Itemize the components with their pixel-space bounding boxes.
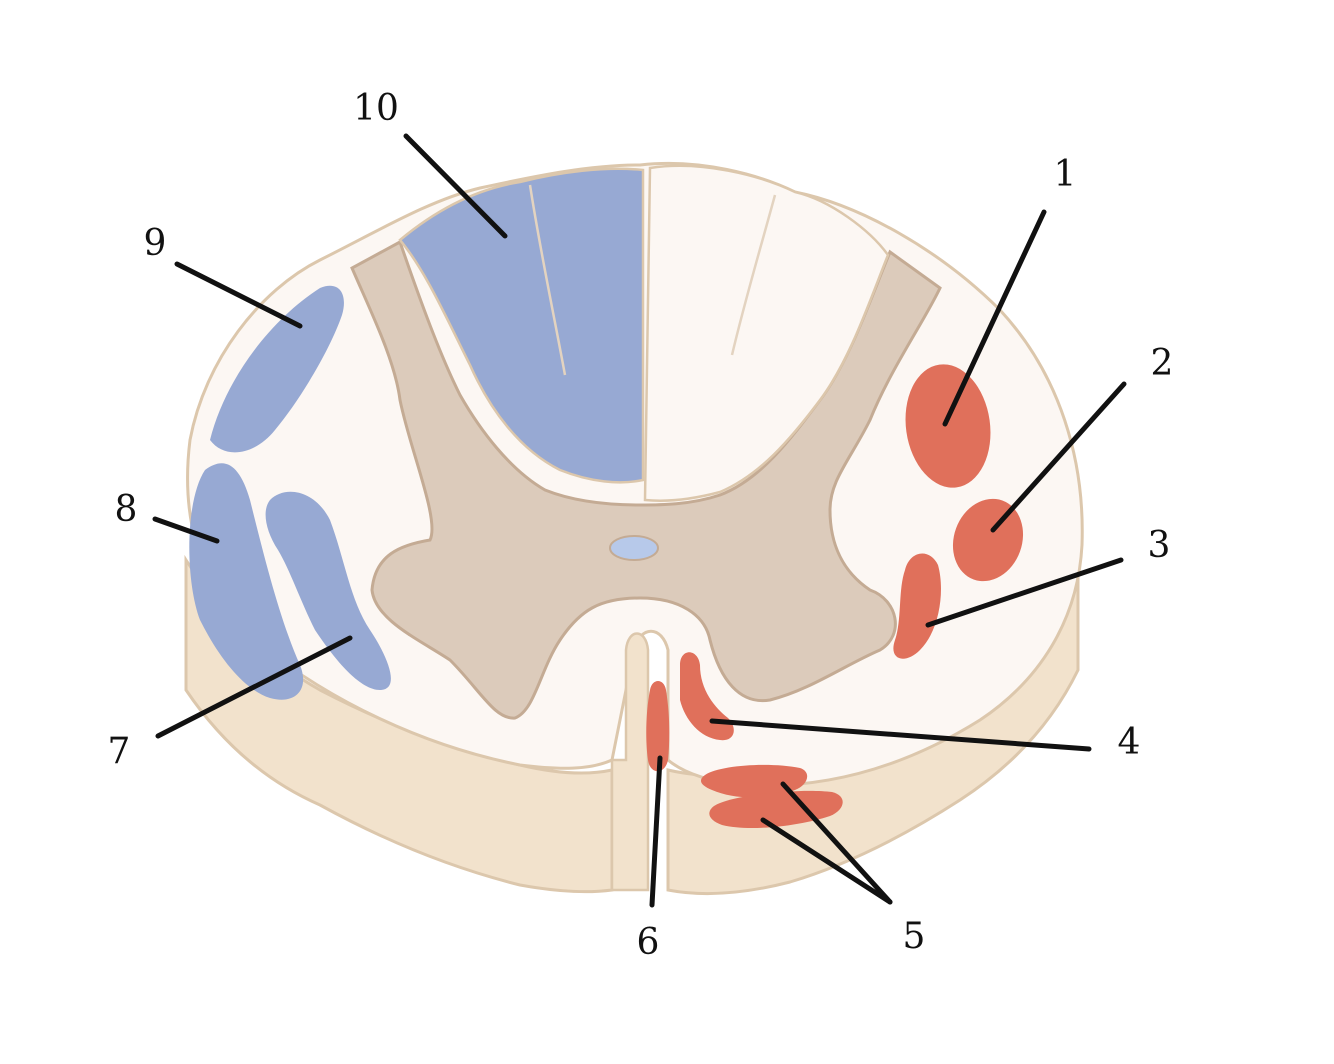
label-9: 9 [144, 223, 167, 264]
label-10: 10 [353, 88, 399, 129]
leader-6 [652, 758, 660, 905]
label-6: 6 [637, 922, 660, 963]
label-7: 7 [108, 731, 131, 772]
label-5: 5 [903, 916, 926, 957]
label-8: 8 [115, 489, 138, 530]
label-2: 2 [1151, 343, 1174, 384]
label-4: 4 [1118, 722, 1141, 763]
label-1: 1 [1054, 154, 1077, 195]
label-3: 3 [1148, 525, 1171, 566]
central-canal [610, 536, 658, 560]
